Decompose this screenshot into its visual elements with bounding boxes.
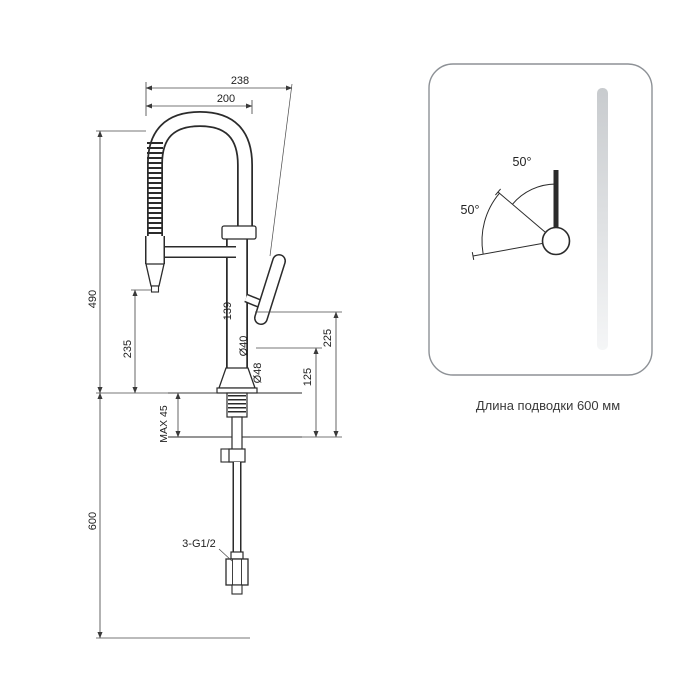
swivel-collar bbox=[221, 225, 257, 240]
handle-rotation-panel: 50° 50° bbox=[428, 63, 653, 376]
handle-pivot bbox=[541, 226, 571, 256]
leader-line-thread bbox=[218, 548, 233, 562]
handle-position-100 bbox=[472, 243, 543, 257]
dim-outlet-height-label: 235 bbox=[122, 340, 134, 358]
dim-225-label: 225 bbox=[322, 329, 334, 347]
hose-end-collar bbox=[230, 551, 244, 560]
dim-body-diameter-label: Ø40 bbox=[238, 336, 250, 357]
hex-nut bbox=[225, 558, 249, 586]
hose-connector bbox=[228, 448, 246, 463]
panel-frame bbox=[428, 63, 653, 376]
threaded-shank bbox=[231, 416, 243, 452]
dim-spout-reach-label: 200 bbox=[217, 93, 235, 105]
angle-upper-label: 50° bbox=[513, 155, 532, 169]
handle-lever-fill bbox=[255, 255, 285, 324]
mounting-nut bbox=[226, 392, 248, 418]
ext-line-238-diagonal bbox=[269, 83, 293, 257]
handle-position-50 bbox=[497, 191, 546, 233]
tick-position-100 bbox=[471, 252, 475, 260]
dim-125-label: 125 bbox=[302, 368, 314, 386]
dim-139-label: 139 bbox=[222, 302, 234, 320]
dim-base-diameter-label: Ø48 bbox=[252, 363, 264, 384]
rotation-arc-lower bbox=[481, 193, 500, 254]
faucet-outline-drawing bbox=[145, 110, 302, 595]
spray-tip bbox=[150, 285, 160, 293]
base-plate bbox=[216, 387, 258, 394]
spray-nozzle bbox=[145, 263, 165, 287]
dimension-labels: 238 200 490 235 600 225 125 139 Ø40 Ø48 … bbox=[87, 75, 334, 550]
dim-spout-height-label: 490 bbox=[87, 290, 99, 308]
dim-max-counter-thickness-label: MAX 45 bbox=[158, 405, 170, 443]
spout-arch-fill bbox=[148, 112, 252, 238]
angle-lower-label: 50° bbox=[461, 203, 480, 217]
dim-under-counter-length-label: 600 bbox=[87, 512, 99, 530]
dim-thread-label: 3-G1/2 bbox=[182, 538, 216, 550]
panel-reflection-strip bbox=[597, 88, 608, 350]
rotation-arc-upper bbox=[511, 183, 557, 205]
tick-position-50 bbox=[495, 188, 501, 196]
base-flare bbox=[218, 367, 256, 389]
dim-overall-depth-label: 238 bbox=[231, 75, 249, 87]
hose-end-tip bbox=[231, 584, 243, 595]
dimension-annotations bbox=[96, 82, 342, 639]
hose-length-caption: Длина подводки 600 мм bbox=[476, 398, 620, 413]
